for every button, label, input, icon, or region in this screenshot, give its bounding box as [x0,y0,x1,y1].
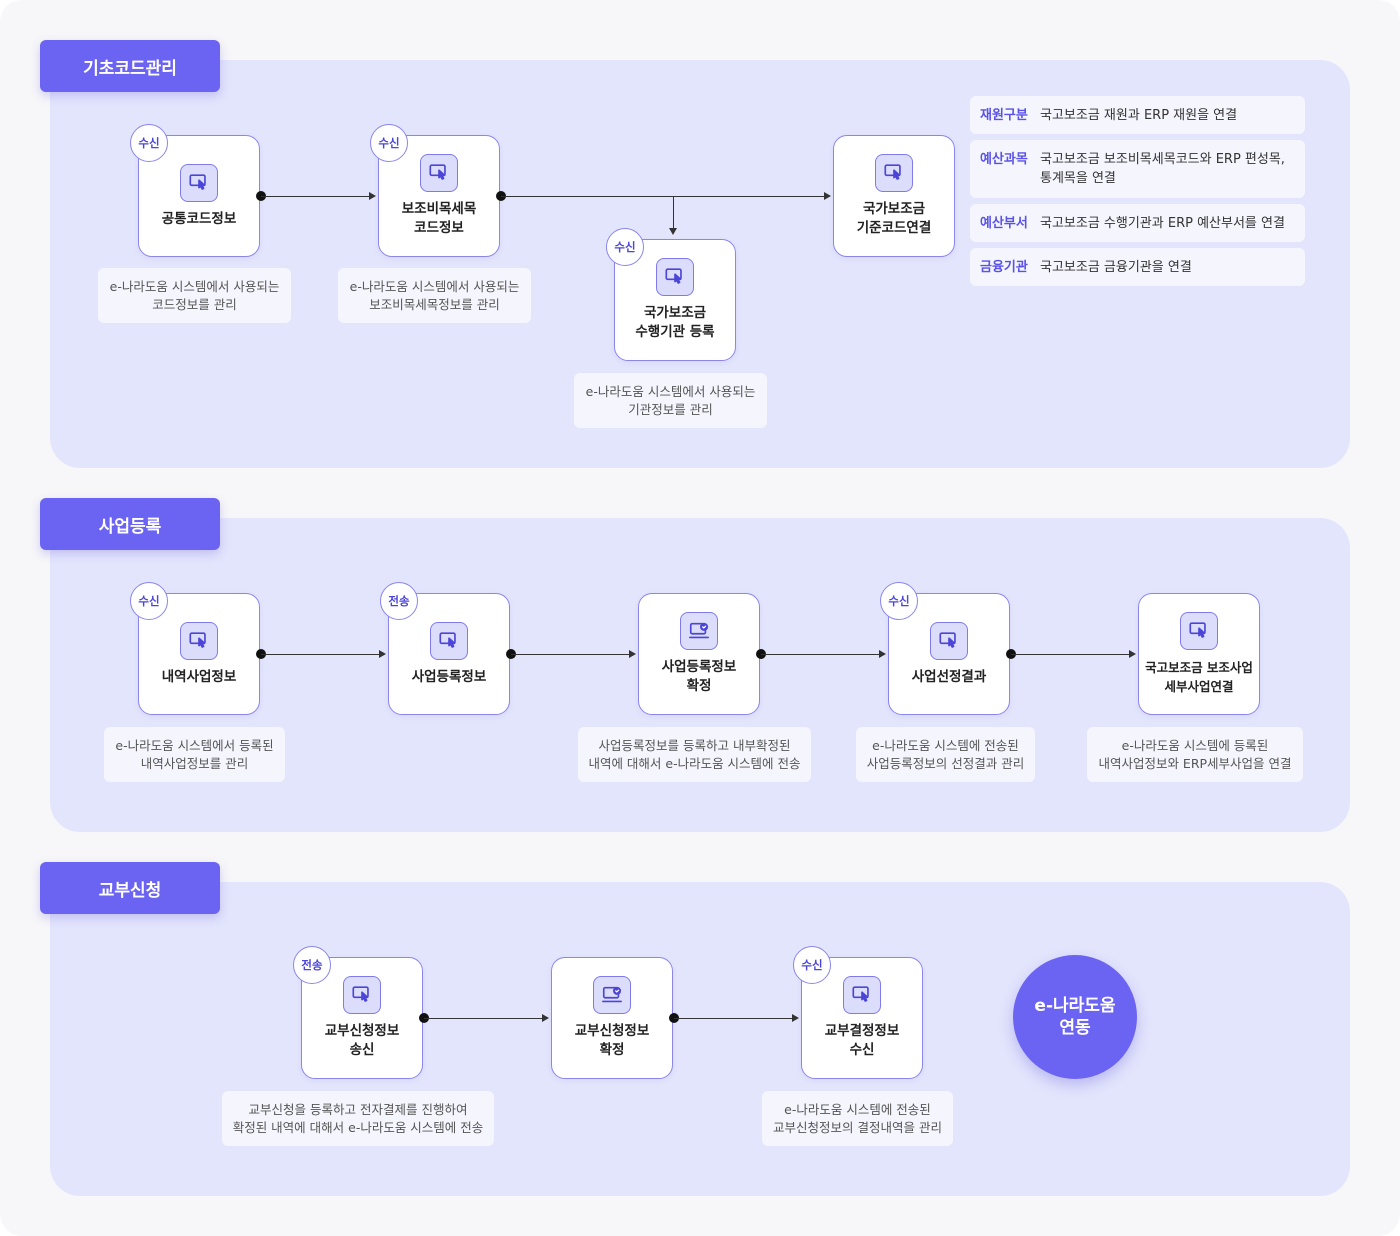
mapping-item-budget-account: 예산과목 국고보조금 보조비목세목코드와 ERP 편성목, 통계목을 연결 [970,140,1305,198]
e-naradoum-integration-badge: e-나라도움 연동 [1013,955,1137,1079]
receive-badge: 수신 [370,124,408,162]
send-badge: 전송 [380,582,418,620]
touch-screen-icon [343,976,381,1014]
connector-line [674,1018,792,1020]
touch-screen-icon [430,621,468,660]
node-description: e-나라도움 시스템에 전송된 교부신청정보의 결정내역을 관리 [762,1091,953,1146]
section-tab-basic-code[interactable]: 기초코드관리 [40,40,220,92]
touch-screen-icon [843,976,881,1014]
mapping-key: 금융기관 [980,259,1028,275]
arrow-head-icon [1129,650,1136,658]
touch-screen-icon [930,621,968,660]
mapping-key: 예산부서 [980,215,1028,231]
touch-screen-icon [180,163,218,202]
mapping-item-financial-institution: 금융기관 국고보조금 금융기관을 연결 [970,248,1305,286]
monitor-check-icon [680,612,718,650]
node-label: 국고보조금 보조사업 세부사업연결 [1145,660,1253,694]
node-label: 공통코드정보 [161,210,237,227]
send-badge: 전송 [293,946,331,984]
touch-screen-icon [656,258,694,296]
connector-branch-line [673,196,675,228]
mapping-value: 국고보조금 수행기관과 ERP 예산부서를 연결 [1040,215,1285,231]
node-label: 사업등록정보 [411,668,487,685]
connector-line [261,654,379,656]
node-label: 사업등록정보 확정 [661,659,737,694]
node-subsidy-detail-project-link[interactable]: 국고보조금 보조사업 세부사업연결 [1138,593,1260,715]
arrow-head-icon [542,1014,549,1022]
node-description: e-나라도움 시스템에서 사용되는 기관정보를 관리 [574,373,767,428]
arrow-head-icon [629,650,636,658]
node-description: e-나라도움 시스템에서 사용되는 보조비목세목정보를 관리 [338,268,531,323]
touch-screen-icon [420,154,458,192]
connector-line [261,196,369,198]
arrow-head-icon [792,1014,799,1022]
node-description: e-나라도움 시스템에서 등록된 내역사업정보를 관리 [104,727,285,782]
receive-badge: 수신 [606,228,644,266]
section-tab-project-registration[interactable]: 사업등록 [40,498,220,550]
node-grant-application-confirm[interactable]: 교부신청정보 확정 [551,957,673,1079]
mapping-value: 국고보조금 보조비목세목코드와 ERP 편성목, 통계목을 연결 [1040,152,1285,186]
connector-line [424,1018,542,1020]
node-description: e-나라도움 시스템에 등록된 내역사업정보와 ERP세부사업을 연결 [1087,727,1303,782]
mapping-key: 재원구분 [980,107,1028,123]
node-label: 사업선정결과 [911,668,987,685]
node-subsidy-item-code[interactable]: 보조비목세목 코드정보 [378,135,500,257]
node-label: 교부신청정보 확정 [574,1023,650,1058]
mapping-item-budget-dept: 예산부서 국고보조금 수행기관과 ERP 예산부서를 연결 [970,204,1305,242]
node-label: 교부신청정보 송신 [324,1023,400,1058]
connector-line [761,654,879,656]
connector-line [501,196,824,198]
node-description: e-나라도움 시스템에서 사용되는 코드정보를 관리 [98,268,291,323]
node-description: e-나라도움 시스템에 전송된 사업등록정보의 선정결과 관리 [856,727,1035,782]
arrow-head-icon [879,650,886,658]
receive-badge: 수신 [130,124,168,162]
receive-badge: 수신 [880,582,918,620]
connector-line [511,654,629,656]
touch-screen-icon [180,621,218,660]
touch-screen-icon [875,154,913,192]
connector-line [1011,654,1129,656]
arrow-head-icon [824,192,831,200]
mapping-key: 예산과목 [980,152,1028,167]
node-label: 내역사업정보 [161,668,237,685]
node-detail-project-info[interactable]: 내역사업정보 [138,593,260,715]
node-description: 교부신청을 등록하고 전자결제를 진행하여 확정된 내역에 대해서 e-나라도움… [222,1091,494,1146]
mapping-value: 국고보조금 재원과 ERP 재원을 연결 [1040,107,1238,123]
arrow-down-icon [669,228,677,235]
node-standard-code-link[interactable]: 국가보조금 기준코드연결 [833,135,955,257]
mapping-item-funding-source: 재원구분 국고보조금 재원과 ERP 재원을 연결 [970,96,1305,134]
node-description: 사업등록정보를 등록하고 내부확정된 내역에 대해서 e-나라도움 시스템에 전… [578,727,811,782]
receive-badge: 수신 [793,946,831,984]
section-tab-grant-application[interactable]: 교부신청 [40,862,220,914]
node-project-registration-confirm[interactable]: 사업등록정보 확정 [638,593,760,715]
node-label: 보조비목세목 코드정보 [401,201,477,236]
section-panel-grant-application [50,882,1350,1196]
node-label: 국가보조금 수행기관 등록 [635,305,715,340]
arrow-head-icon [379,650,386,658]
receive-badge: 수신 [130,582,168,620]
node-label: 국가보조금 기준코드연결 [856,201,932,236]
touch-screen-icon [1180,612,1218,650]
node-label: 교부결정정보 수신 [824,1023,900,1058]
arrow-head-icon [369,192,376,200]
mapping-value: 국고보조금 금융기관을 연결 [1040,259,1192,275]
monitor-check-icon [593,976,631,1014]
